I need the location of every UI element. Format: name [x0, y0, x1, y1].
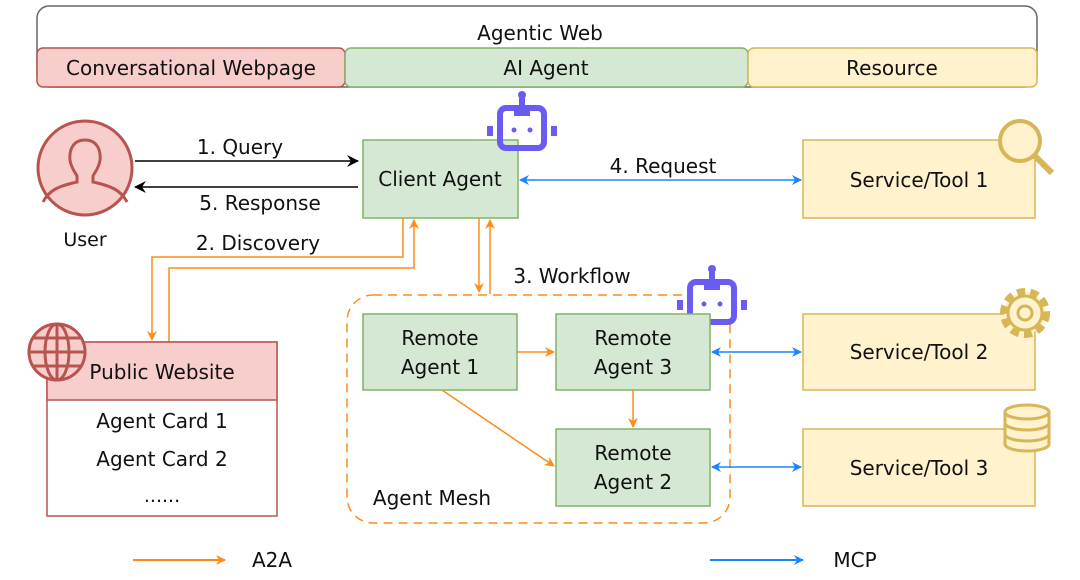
request-label: 4. Request [610, 154, 717, 178]
agent-card-ellipsis: ...... [144, 485, 180, 507]
remote-agent-2-node [555, 428, 711, 507]
service-tool-3-label: Service/Tool 3 [850, 456, 989, 480]
legend-mcp-label: MCP [833, 548, 876, 572]
remote-agent-1-node [362, 313, 518, 391]
layer-label: Resource [846, 56, 938, 80]
service-tool-2-node [802, 313, 1036, 391]
legend-a2a-label: A2A [252, 548, 292, 572]
remote-agent-3-node [555, 313, 711, 391]
remote-agent-1-label: Remote [401, 326, 478, 350]
header-title: Agentic Web [477, 21, 603, 45]
robot-icon [677, 265, 747, 325]
discovery-arrow-up [168, 219, 419, 342]
user-label: User [63, 229, 106, 251]
remote-agent-3-label: Remote [594, 326, 671, 350]
discovery-arrow-down [147, 218, 404, 341]
client-agent-label: Client Agent [378, 167, 502, 191]
agent-card-item: Agent Card 1 [96, 409, 227, 433]
user-node: User [36, 119, 134, 251]
service-tool-1-label: Service/Tool 1 [850, 168, 989, 192]
gear-icon [1000, 288, 1050, 338]
remote-agent-3-label: Agent 3 [594, 355, 672, 379]
service-tool-1-node [802, 139, 1036, 219]
legend: A2A MCP [133, 548, 877, 572]
remote-agent-2-label: Agent 2 [594, 470, 672, 494]
response-label: 5. Response [199, 191, 321, 215]
public-website-title: Public Website [89, 360, 234, 384]
agent-mesh-group [346, 294, 731, 524]
agent-card-item: Agent Card 2 [96, 447, 227, 471]
header-frame: Agentic Web Conversational Webpage AI Ag… [36, 5, 1038, 88]
database-icon [1003, 403, 1051, 453]
a2a-arrow-ra1-ra2 [441, 389, 555, 467]
magnifier-icon [998, 119, 1055, 176]
service-tool-2-label: Service/Tool 2 [850, 340, 989, 364]
robot-icon [487, 91, 557, 151]
user-icon [36, 119, 134, 217]
remote-agent-2-label: Remote [594, 441, 671, 465]
client-agent-node [362, 139, 519, 219]
service-tool-3-node [802, 428, 1036, 507]
layer-label: Conversational Webpage [66, 56, 316, 80]
discovery-label: 2. Discovery [196, 231, 320, 255]
layer-label: AI Agent [503, 56, 588, 80]
layer-resource [747, 47, 1038, 88]
query-label: 1. Query [197, 135, 283, 159]
workflow-label: 3. Workflow [513, 264, 630, 288]
remote-agent-1-label: Agent 1 [401, 355, 479, 379]
agent-mesh-label: Agent Mesh [373, 486, 491, 510]
globe-icon [27, 322, 87, 382]
